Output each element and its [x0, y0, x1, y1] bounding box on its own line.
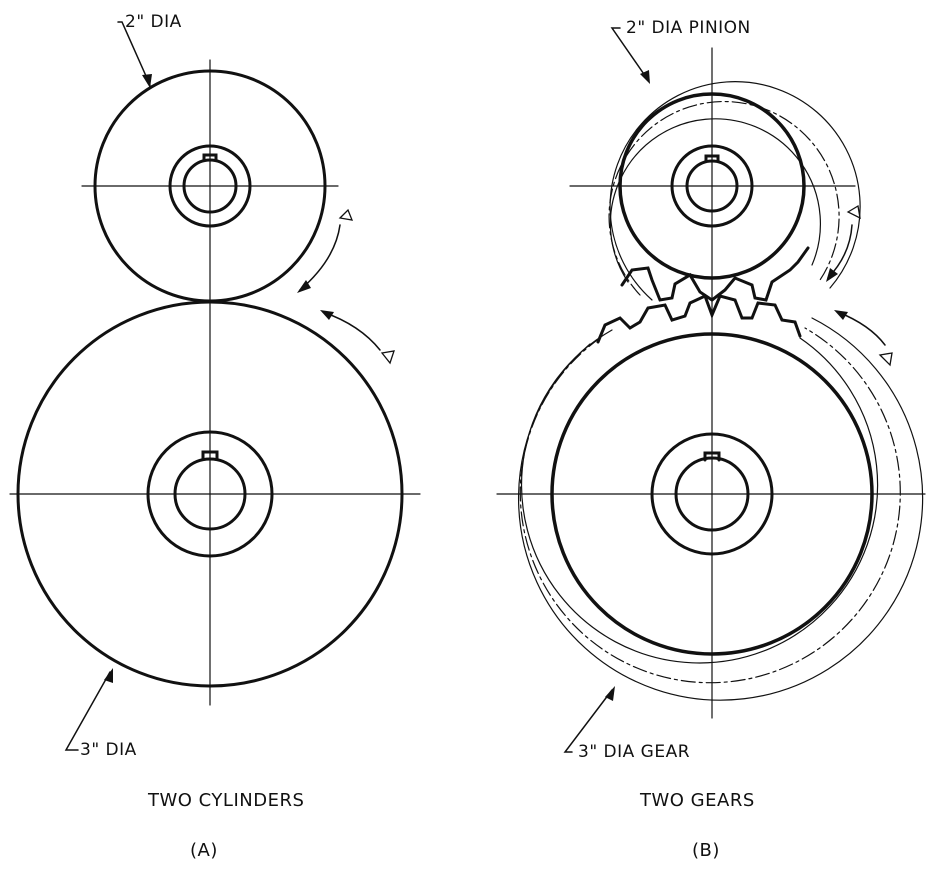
caption-b: TWO GEARS [640, 790, 755, 811]
panel-label-b: (B) [692, 840, 720, 861]
small-cylinder-label: 2" DIA [125, 12, 182, 32]
gear-label: 3" DIA GEAR [578, 742, 691, 762]
leader-pinion [610, 27, 649, 81]
panel-label-a: (A) [190, 840, 218, 861]
centerlines-b [496, 47, 926, 719]
centerlines-a [9, 59, 421, 706]
leader-2in [117, 21, 151, 86]
pinion-label: 2" DIA PINION [626, 18, 751, 38]
caption-a: TWO CYLINDERS [148, 790, 305, 811]
gear [517, 317, 924, 701]
meshing-teeth [596, 246, 810, 344]
large-cylinder-label: 3" DIA [80, 740, 137, 760]
leader-3in [64, 671, 111, 751]
leader-gear [563, 689, 613, 753]
rotation-arrow-gear [837, 311, 886, 346]
